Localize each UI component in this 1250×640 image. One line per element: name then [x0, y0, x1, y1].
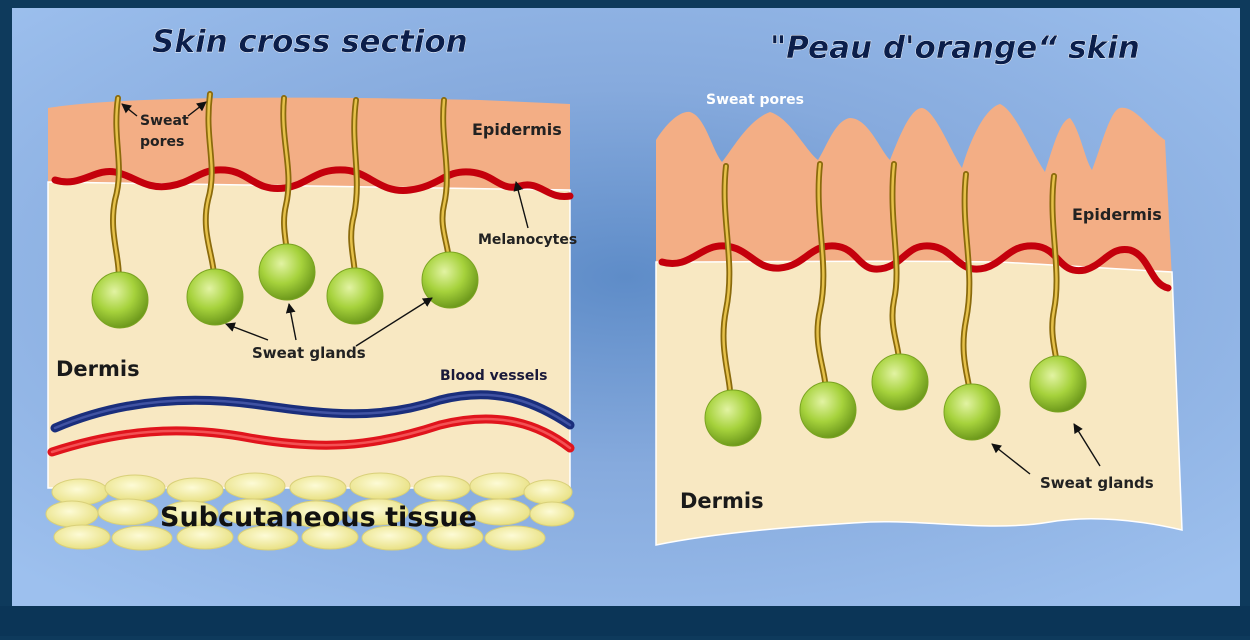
left-skin-diagram: Skin cross section Sweat pores Epidermis…	[46, 24, 577, 550]
right-label-epidermis: Epidermis	[1072, 205, 1162, 224]
left-label-sweat-glands: Sweat glands	[252, 344, 366, 362]
right-title: "Peau d'orange“ skin	[770, 30, 1140, 66]
left-label-melanocytes: Melanocytes	[478, 232, 577, 248]
right-label-dermis: Dermis	[680, 489, 764, 513]
right-label-sweat-pores: Sweat pores	[706, 92, 804, 108]
left-label-dermis: Dermis	[56, 357, 140, 381]
left-title: Skin cross section	[152, 24, 468, 60]
left-label-epidermis: Epidermis	[472, 120, 562, 139]
right-label-sweat-glands: Sweat glands	[1040, 474, 1154, 492]
left-label-subcutaneous: Subcutaneous tissue	[160, 502, 477, 533]
left-label-blood-vessels: Blood vessels	[440, 368, 548, 384]
